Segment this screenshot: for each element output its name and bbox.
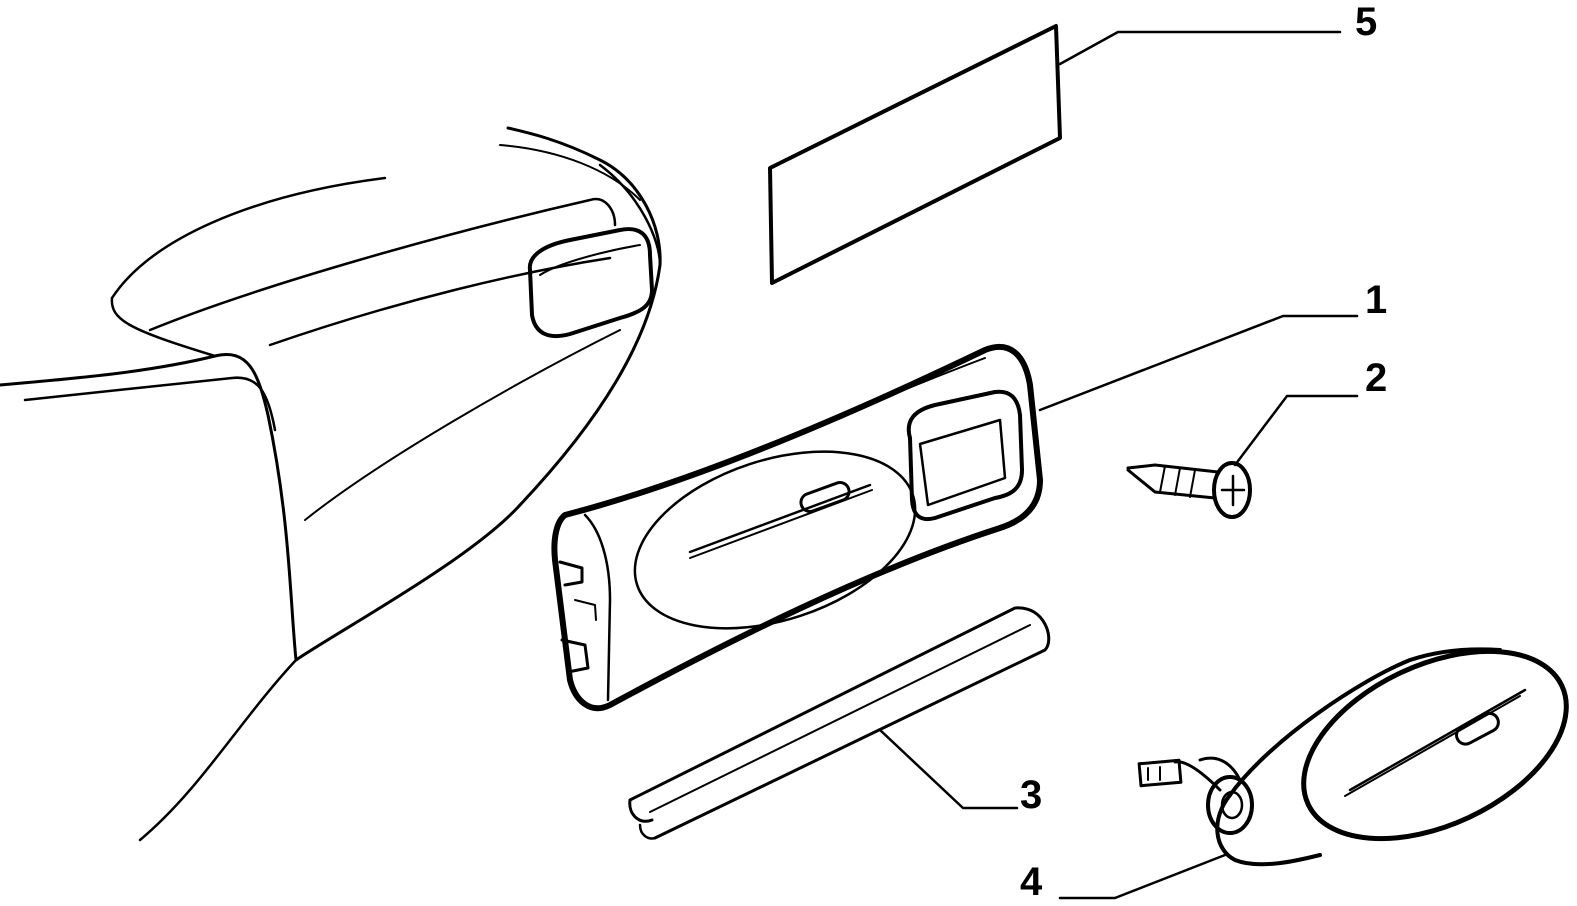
callout-1: 1 <box>1365 278 1388 322</box>
part-2-screw <box>1126 461 1252 519</box>
part-5-label-plate <box>768 24 1062 285</box>
part-4-display-module <box>1137 647 1569 867</box>
leader-line-5 <box>1058 30 1342 66</box>
leader-line-1 <box>1038 314 1359 412</box>
leader-line-2 <box>1233 394 1359 467</box>
part-3-seal-strip <box>628 606 1051 840</box>
leader-line-3 <box>878 728 1019 810</box>
dashboard-recess <box>527 227 654 339</box>
callout-4: 4 <box>1020 860 1043 904</box>
dashboard-outline <box>0 126 662 842</box>
leader-line-4 <box>1058 853 1227 900</box>
callout-2: 2 <box>1365 356 1388 400</box>
callout-3: 3 <box>1020 773 1043 817</box>
part-1-trim-bezel <box>551 343 1043 712</box>
leader-lines <box>878 30 1359 900</box>
callout-5: 5 <box>1355 0 1378 44</box>
